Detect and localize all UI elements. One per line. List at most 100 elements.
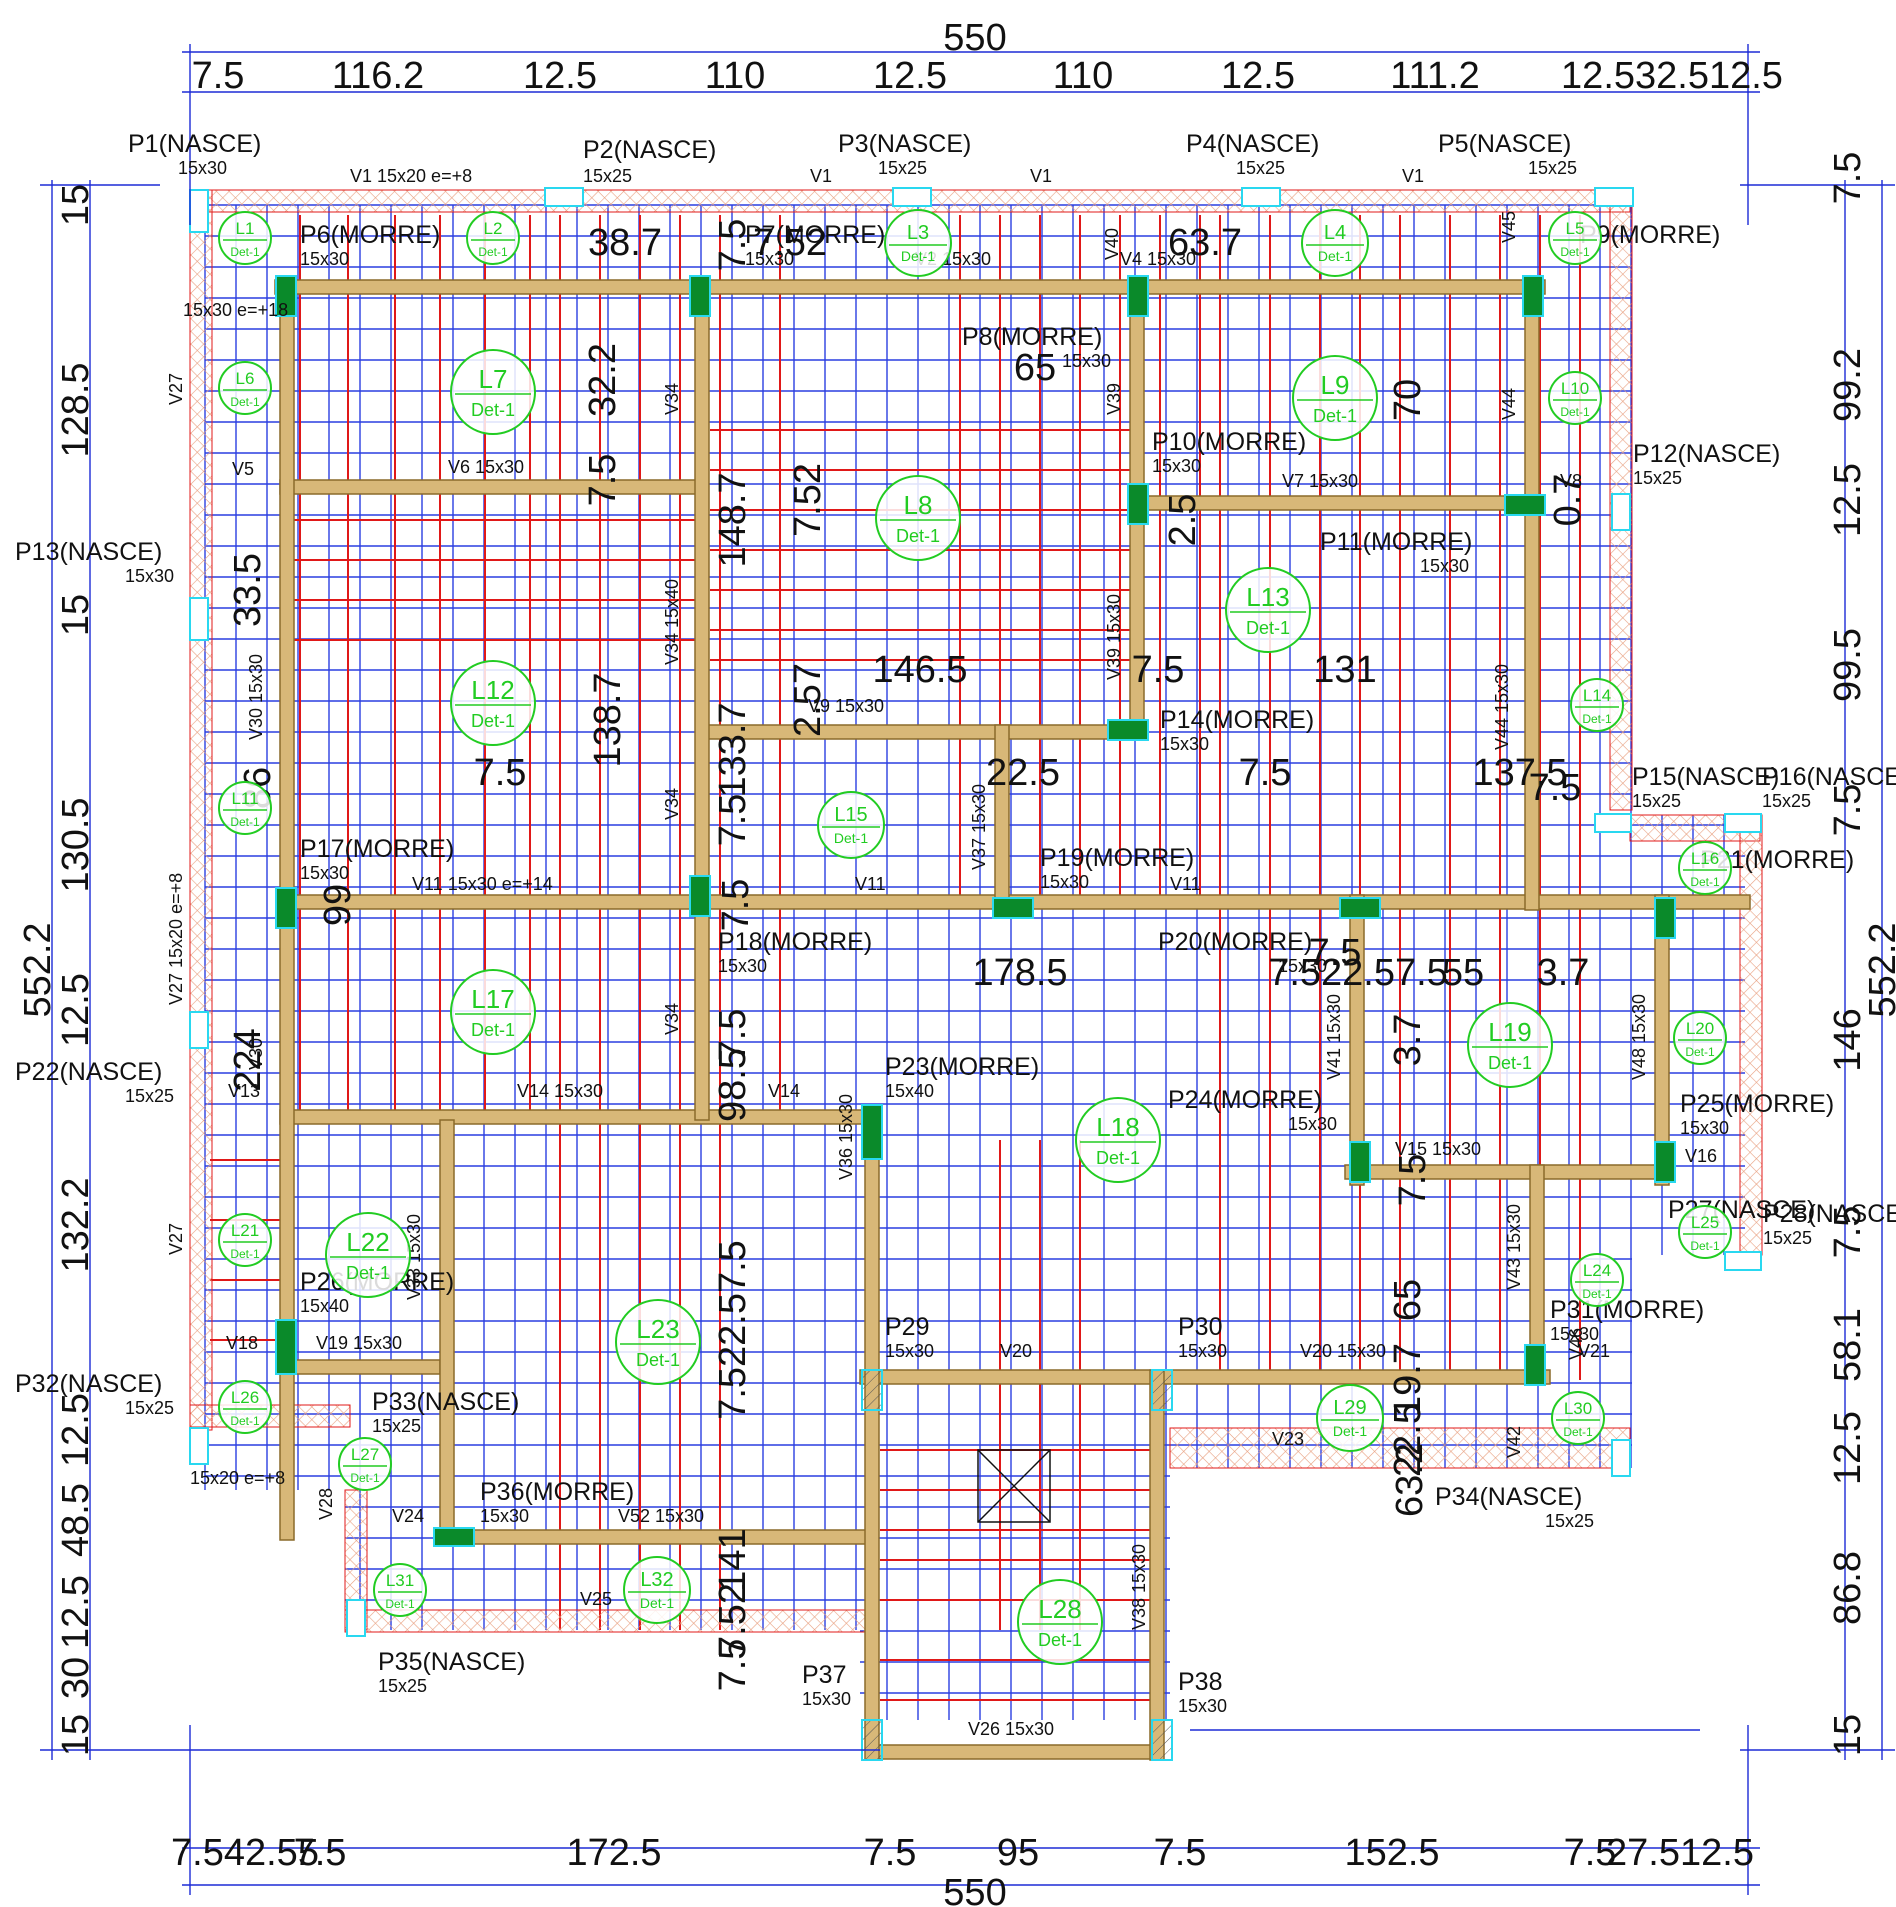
dim-top-8: 12.532.512.5 <box>1561 55 1783 97</box>
slab-marker-l8 <box>875 475 961 561</box>
beam-label-29: V27 <box>166 373 186 405</box>
slab-marker-l32 <box>623 1556 691 1624</box>
dim-bottom-8: 7.5 <box>1564 1832 1617 1874</box>
columns-graphics <box>189 187 1762 1761</box>
slab-marker-l29 <box>1316 1384 1384 1452</box>
slab-label-l32: L32 <box>640 1569 673 1591</box>
column-label-23: P23(MORRE) <box>885 1053 1039 1081</box>
column-label-9: P9(MORRE) <box>1580 221 1720 249</box>
slab-label-l12: L12 <box>471 675 514 705</box>
beam-label-51: V45 <box>1499 211 1519 243</box>
dim-inner-6: 148.7 <box>712 472 754 567</box>
slab-label-l8: L8 <box>904 490 933 520</box>
dim-inner-2: 63.7 <box>1168 222 1242 264</box>
slab-marker-l26 <box>218 1380 272 1434</box>
slab-label-l16: L16 <box>1691 849 1719 868</box>
dim-left-7: 48.5 <box>55 1483 97 1557</box>
column-p31 <box>1524 1344 1546 1386</box>
dim-inner-34: 65 <box>1387 1279 1429 1321</box>
beam-label-10: V9 15x30 <box>808 696 884 716</box>
beam-label-39: V34 <box>662 1003 682 1035</box>
column-p21 <box>1654 897 1676 939</box>
slab-marker-l23 <box>615 1299 701 1385</box>
dim-right-2: 12.5 <box>1827 463 1869 537</box>
beam-label-22: V20 15x30 <box>1300 1341 1386 1361</box>
column-size-38: 15x30 <box>1178 1696 1227 1716</box>
slab-detail-l23: Det-1 <box>636 1350 680 1370</box>
slab-detail-l17: Det-1 <box>471 1020 515 1040</box>
beam-label-43: V39 <box>1104 383 1124 415</box>
dim-inner-25: 7.522.57.5 <box>1268 952 1448 994</box>
beam-label-46: V41 15x30 <box>1324 994 1344 1080</box>
beam-label-23: V21 <box>1578 1341 1610 1361</box>
column-p25 <box>1654 1141 1676 1183</box>
slab-marker-l25 <box>1678 1205 1732 1259</box>
beam-label-32: V28 <box>316 1488 336 1520</box>
column-label-19: P19(MORRE) <box>1040 844 1194 872</box>
beam-label-2: V1 <box>1030 166 1052 186</box>
dim-top-3: 110 <box>705 55 766 97</box>
slab-detail-l18: Det-1 <box>1096 1148 1140 1168</box>
dim-bottom-6: 7.5 <box>1154 1832 1207 1874</box>
dim-left-8: 12.5 <box>55 1575 97 1649</box>
column-size-11: 15x30 <box>1420 556 1469 576</box>
column-p35 <box>346 1599 366 1637</box>
slab-detail-l3: Det-1 <box>901 248 935 264</box>
dim-inner-39: 7.5 <box>712 1639 754 1692</box>
dim-inner-29: 224 <box>227 1028 269 1091</box>
dim-inner-32: 98.5 <box>712 1048 754 1122</box>
beam-label-31: V27 <box>166 1223 186 1255</box>
dim-bottom-7: 152.5 <box>1344 1832 1439 1874</box>
column-label-16: P16(NASCE) <box>1762 763 1896 791</box>
dim-inner-26: 55 <box>1442 952 1484 994</box>
dim-right-0: 7.5 <box>1827 152 1869 205</box>
dim-inner-20: 137.5 <box>1472 752 1567 794</box>
slab-detail-l13: Det-1 <box>1246 618 1290 638</box>
slab-label-l24: L24 <box>1583 1261 1611 1280</box>
slab-detail-l28: Det-1 <box>1038 1630 1082 1650</box>
slab-marker-l12 <box>450 660 536 746</box>
column-p5 <box>1594 187 1634 207</box>
dim-right-7: 58.1 <box>1827 1308 1869 1382</box>
slab-detail-l5: Det-1 <box>1560 245 1590 259</box>
dim-inner-4: 65 <box>1014 347 1056 389</box>
column-label-2: P2(NASCE) <box>583 136 716 164</box>
beam-label-40: V36 15x30 <box>836 1094 856 1180</box>
slab-detail-l9: Det-1 <box>1313 406 1357 426</box>
dim-inner-22: 99 <box>317 884 359 926</box>
slab-label-l20: L20 <box>1686 1019 1714 1038</box>
column-size-25: 15x30 <box>1680 1118 1729 1138</box>
dim-top-1: 116.2 <box>332 55 424 97</box>
slab-marker-l20 <box>1673 1011 1727 1065</box>
column-p15 <box>1594 813 1632 833</box>
slab-marker-l16 <box>1678 841 1732 895</box>
slab-label-l28: L28 <box>1038 1594 1081 1624</box>
dim-bottom-total: 550 <box>943 1872 1006 1907</box>
column-size-10: 15x30 <box>1152 456 1201 476</box>
column-p13 <box>189 597 209 641</box>
column-size-12: 15x25 <box>1633 468 1682 488</box>
beam-label-14: V13 <box>228 1081 260 1101</box>
column-label-3: P3(NASCE) <box>838 130 971 158</box>
column-size-14: 15x30 <box>1160 734 1209 754</box>
column-size-4: 15x25 <box>1236 158 1285 178</box>
slab-detail-l32: Det-1 <box>640 1595 674 1611</box>
beam-label-13: V11 <box>1170 874 1201 894</box>
slab-marker-l9 <box>1292 355 1378 441</box>
column-label-25: P25(MORRE) <box>1680 1090 1834 1118</box>
slab-marker-l31 <box>373 1563 427 1617</box>
dim-inner-8: 33.5 <box>227 553 269 627</box>
beam-label-0: V1 15x20 e=+8 <box>350 166 472 186</box>
slab-label-l7: L7 <box>479 364 508 394</box>
column-label-4: P4(NASCE) <box>1186 130 1319 158</box>
dim-left-5: 132.2 <box>55 1177 97 1272</box>
dim-inner-44: 7.52 <box>787 463 829 537</box>
dim-inner-1: 7.52 <box>753 222 827 264</box>
column-size-13: 15x30 <box>125 566 174 586</box>
column-label-1: P1(NASCE) <box>128 130 261 158</box>
column-p7 <box>689 275 711 317</box>
dim-inner-37: 7.5 <box>1309 932 1362 974</box>
slab-marker-l11 <box>218 781 272 835</box>
slab-label-l21: L21 <box>231 1221 259 1240</box>
